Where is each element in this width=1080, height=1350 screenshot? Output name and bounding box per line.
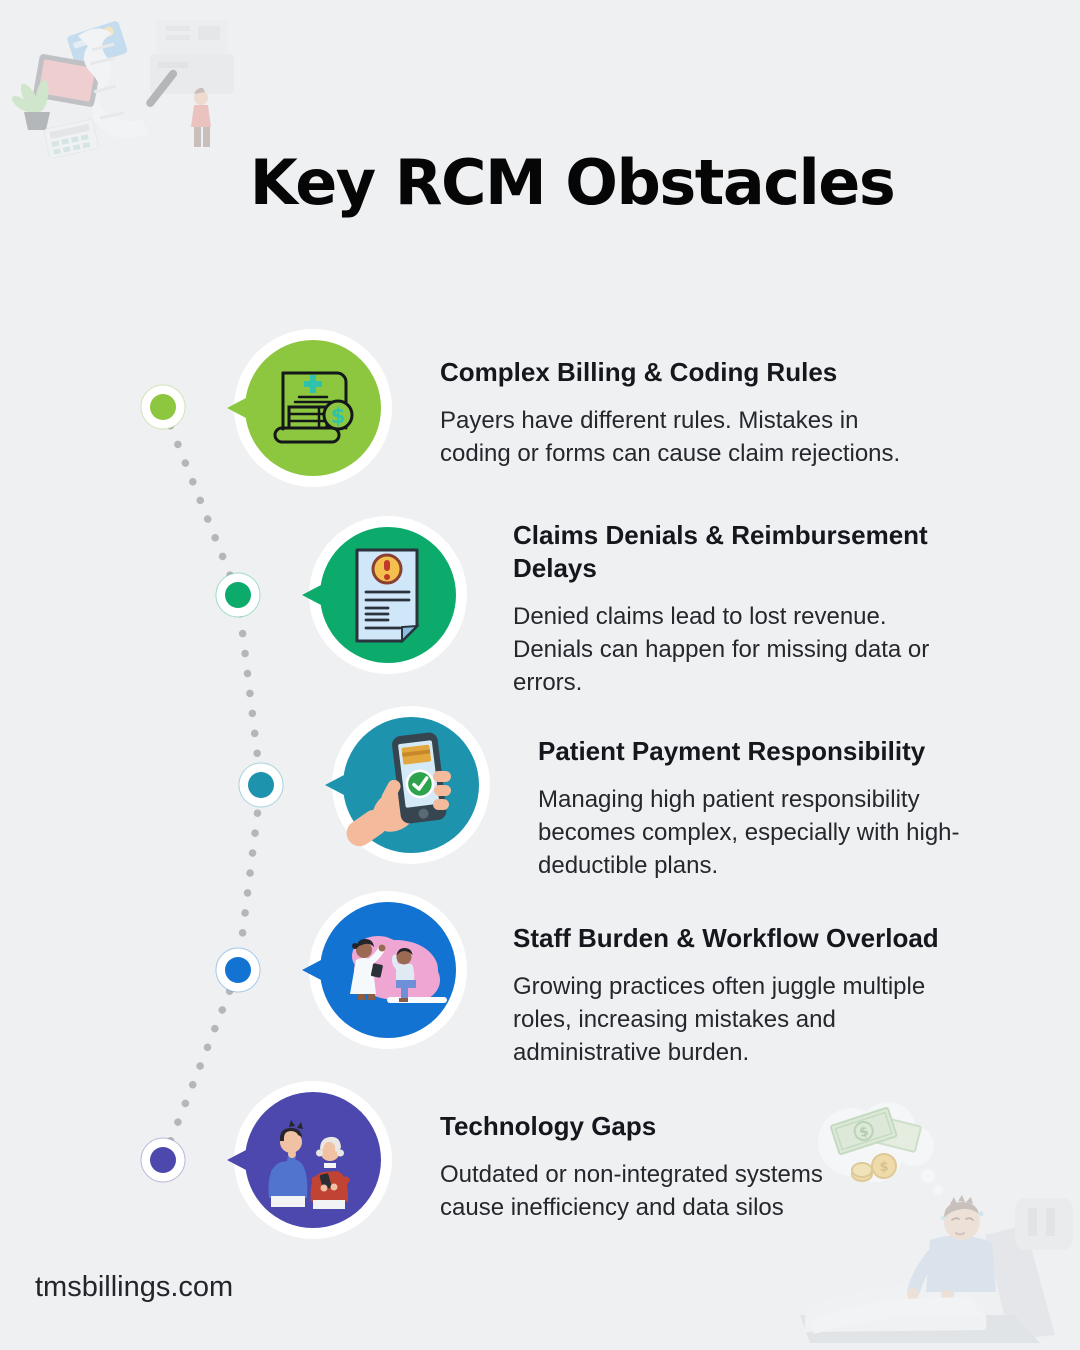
credit-card-icon (67, 21, 128, 69)
calculator-icon (43, 119, 99, 159)
older-person-figure (310, 1136, 350, 1209)
money-thought-bubble: $ $ (818, 1102, 943, 1195)
person-with-pen-icon (146, 69, 211, 147)
obstacle-title: Patient Payment Responsibility (538, 736, 926, 766)
svg-text:$: $ (879, 1160, 888, 1175)
obstacle-text-4: Staff Burden & Workflow Overload Growing… (513, 922, 939, 1069)
plant-icon (11, 80, 50, 130)
doctor-figure (350, 939, 386, 1000)
hospital-bed (800, 1195, 1073, 1343)
obstacle-bubble-1: $ (227, 329, 392, 487)
dollar-bill-icon: $ (830, 1107, 898, 1156)
obstacle-bubble-5 (227, 1081, 392, 1239)
obstacle-title: Technology Gaps (440, 1111, 657, 1141)
timeline-dot (215, 947, 261, 993)
website-url: tmsbillings.com (35, 1271, 234, 1303)
timeline-dot (238, 762, 284, 808)
mobile-payment-icon (346, 732, 451, 847)
obstacle-text-2: Claims Denials & Reimbursement Delays De… (513, 519, 929, 699)
timeline-dot (215, 572, 261, 618)
obstacle-description: Outdated or non-integrated systems cause… (440, 1161, 823, 1221)
obstacle-bubble-3 (325, 706, 490, 864)
laptop-icon (26, 54, 108, 133)
obstacle-description: Growing practices often juggle multiple … (513, 973, 926, 1066)
obstacle-text-3: Patient Payment Responsibility Managing … (538, 735, 960, 882)
obstacle-text-5: Technology Gaps Outdated or non-integrat… (440, 1110, 823, 1224)
obstacle-title: Claims Denials & Reimbursement Delays (513, 520, 928, 583)
obstacle-description: Payers have different rules. Mistakes in… (440, 407, 901, 467)
timeline-dot (140, 1137, 186, 1183)
patient-hospital-bill-worry-illustration: $ $ (800, 1102, 1073, 1343)
denied-claim-icon (355, 548, 420, 644)
younger-person-figure (268, 1120, 308, 1207)
obstacle-text-1: Complex Billing & Coding Rules Payers ha… (440, 356, 900, 470)
page-title: Key RCM Obstacles (249, 146, 896, 219)
timeline-dot (140, 384, 186, 430)
worried-patient (810, 1195, 996, 1334)
seniors-with-phone-icon (268, 1120, 350, 1209)
billing-paperwork-illustration (11, 20, 234, 159)
doctor-patient-icon (350, 936, 447, 1003)
svg-text:$: $ (858, 1124, 871, 1141)
obstacle-bubble-2 (302, 516, 467, 674)
obstacle-bubble-4 (302, 891, 467, 1049)
coins-icon: $ (851, 1153, 897, 1182)
obstacle-title: Complex Billing & Coding Rules (440, 357, 838, 387)
obstacle-description: Denied claims lead to lost revenue. Deni… (513, 603, 930, 696)
obstacle-title: Staff Burden & Workflow Overload (513, 923, 939, 953)
medical-bill-icon: $ (273, 371, 354, 444)
obstacle-description: Managing high patient responsibility bec… (538, 786, 960, 879)
patient-figure (391, 948, 416, 1002)
svg-text:$: $ (331, 404, 346, 428)
